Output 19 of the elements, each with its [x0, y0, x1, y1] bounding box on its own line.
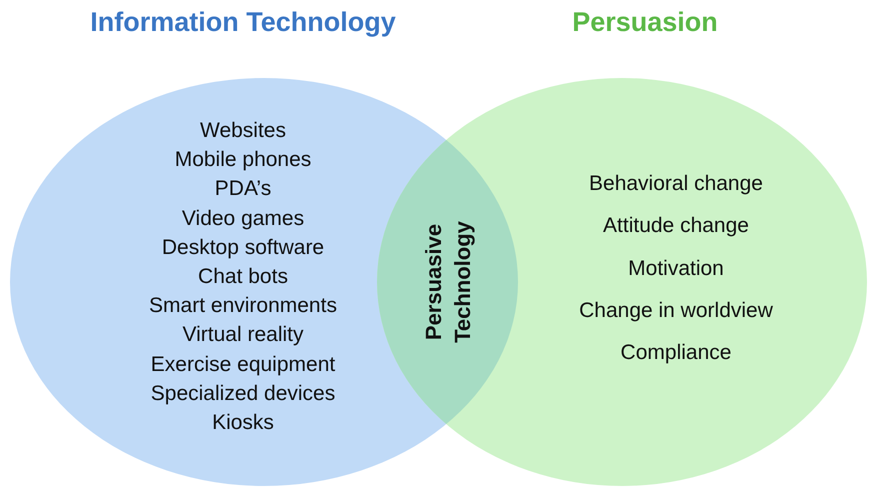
list-item: Exercise equipment: [150, 352, 336, 378]
list-item: Mobile phones: [174, 147, 312, 174]
list-item: Behavioral change: [589, 171, 763, 197]
list-item: Motivation: [628, 256, 724, 282]
list-item: PDA’s: [214, 176, 272, 202]
list-item: Desktop software: [162, 234, 324, 261]
set-heading: Persuasion: [572, 6, 718, 38]
list-item: Attitude change: [603, 213, 749, 240]
list-item: Video games: [182, 206, 304, 232]
list-item: Kiosks: [212, 410, 274, 436]
list-item: Compliance: [620, 340, 732, 366]
list-item: Specialized devices: [150, 380, 336, 407]
list-item: Virtual reality: [182, 322, 304, 348]
set-heading: Information Technology: [90, 6, 396, 38]
overlap-label: Persuasive Technology: [420, 220, 476, 345]
list-item: Change in worldview: [579, 298, 773, 324]
list-item: Websites: [200, 118, 286, 144]
list-item: Chat bots: [198, 264, 288, 290]
list-item: Smart environments: [149, 293, 337, 320]
